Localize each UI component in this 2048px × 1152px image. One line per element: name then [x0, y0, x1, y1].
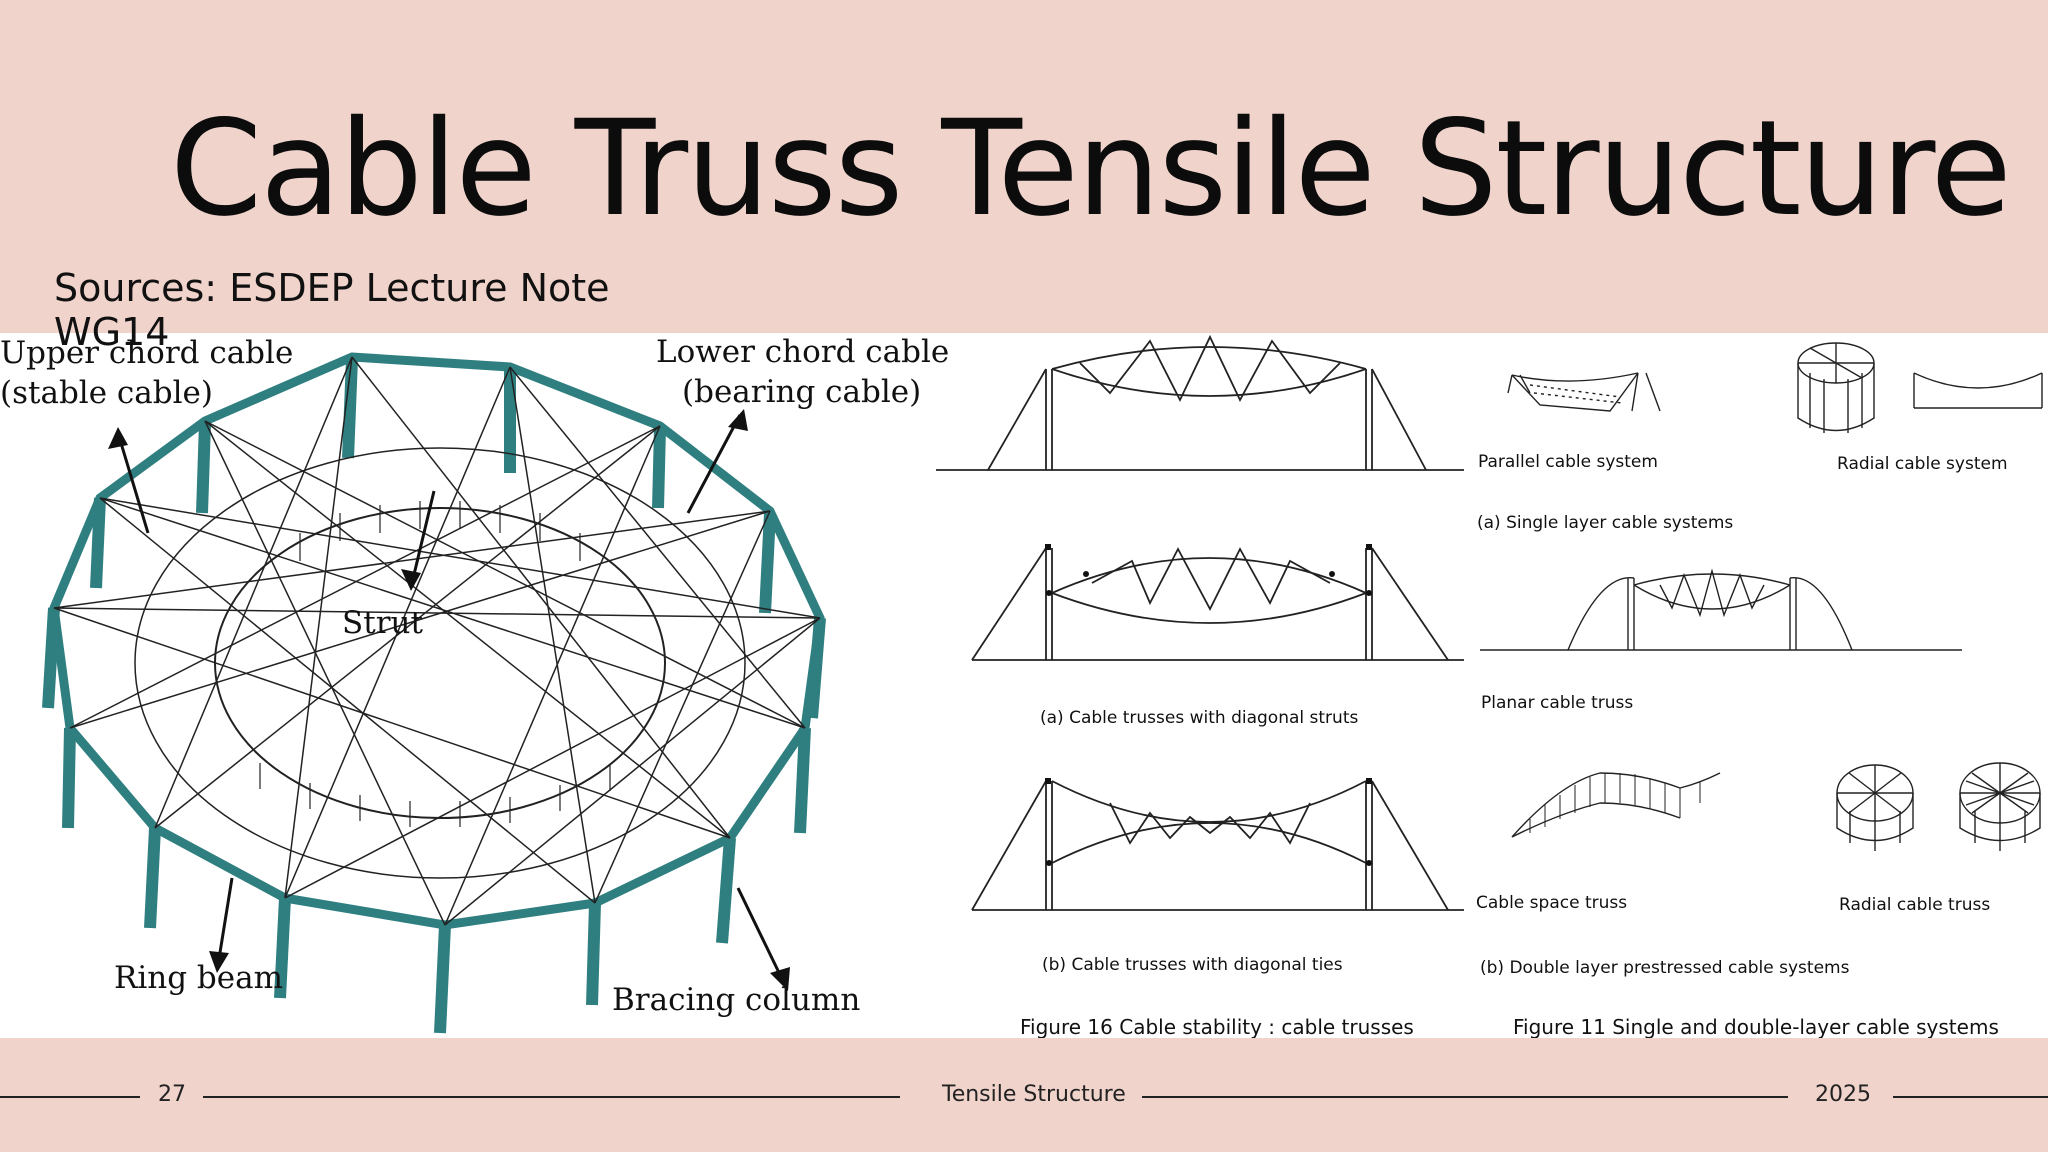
- footer-rule-3: [1142, 1096, 1788, 1098]
- label-lower-chord-2: (bearing cable): [682, 374, 921, 410]
- label-lower-chord-1: Lower chord cable: [656, 334, 949, 370]
- struts: [259, 501, 611, 827]
- figure-11-caption: Figure 11 Single and double-layer cable …: [1513, 1015, 1999, 1038]
- annotation-arrows: [116, 414, 786, 984]
- caption-single-layer: (a) Single layer cable systems: [1477, 513, 1733, 533]
- footer-title: Tensile Structure: [942, 1082, 1126, 1107]
- caption-radial: Radial cable system: [1837, 454, 2008, 474]
- bracing-columns: [42, 358, 826, 1034]
- slide-title: Cable Truss Tensile Structure: [170, 92, 2012, 246]
- caption-radial-truss: Radial cable truss: [1839, 895, 1990, 915]
- sources-note: Sources: ESDEP Lecture Note WG14: [54, 266, 610, 354]
- label-ring-beam: Ring beam: [114, 960, 283, 996]
- caption-diagonal-ties: (b) Cable trusses with diagonal ties: [1042, 955, 1343, 975]
- footer-rule-4: [1893, 1096, 2048, 1098]
- footer-rule-2: [203, 1096, 900, 1098]
- ring-truss-diagram: [42, 352, 826, 1034]
- label-upper-chord-1: Upper chord cable: [0, 335, 293, 371]
- truss-nodes: [1045, 544, 1372, 866]
- label-strut: Strut: [342, 605, 423, 641]
- footer-rule-1: [0, 1096, 140, 1098]
- footer-page-number: 27: [158, 1082, 186, 1107]
- figure-panel: Upper chord cable (stable cable) Lower c…: [0, 333, 2048, 1038]
- cable-systems-diagrams: [1480, 342, 2043, 851]
- label-bracing-column: Bracing column: [612, 982, 860, 1018]
- caption-double-layer: (b) Double layer prestressed cable syste…: [1480, 958, 1850, 978]
- figures-svg: Upper chord cable (stable cable) Lower c…: [0, 334, 2043, 1038]
- caption-parallel: Parallel cable system: [1478, 452, 1658, 472]
- footer-year: 2025: [1815, 1082, 1871, 1107]
- cable-net: [53, 356, 821, 926]
- upper-ring-beam: [49, 352, 825, 930]
- caption-planar: Planar cable truss: [1481, 693, 1633, 713]
- caption-space-truss: Cable space truss: [1476, 893, 1627, 913]
- label-upper-chord-2: (stable cable): [0, 375, 213, 411]
- cable-truss-diagrams: [936, 334, 1464, 911]
- arrow-heads: [108, 409, 790, 991]
- figure-16-caption: Figure 16 Cable stability : cable trusse…: [1020, 1015, 1414, 1038]
- caption-diagonal-struts: (a) Cable trusses with diagonal struts: [1040, 708, 1358, 728]
